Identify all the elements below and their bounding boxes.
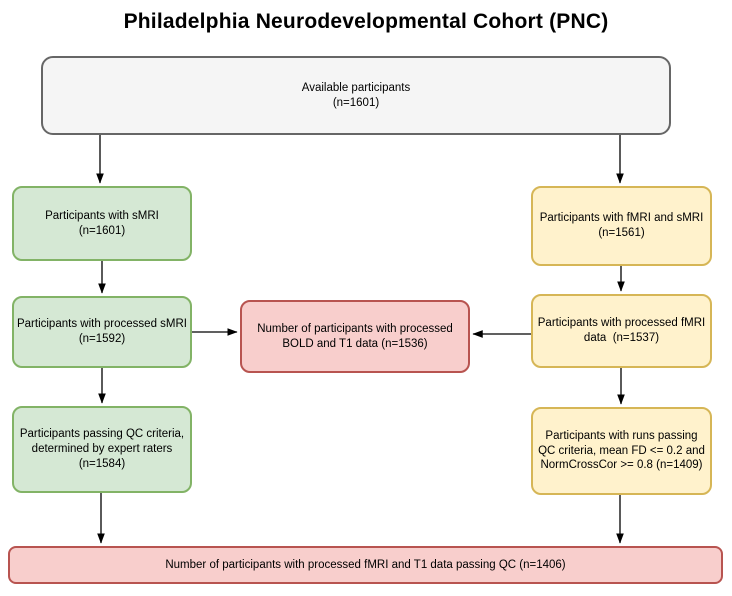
node-available-participants: Available participants (n=1601) xyxy=(41,56,671,135)
node-participants-qc-expert-raters: Participants passing QC criteria, determ… xyxy=(12,406,192,493)
node-participants-smri: Participants with sMRI (n=1601) xyxy=(12,186,192,261)
node-participants-processed-smri: Participants with processed sMRI (n=1592… xyxy=(12,296,192,368)
node-processed-bold-t1: Number of participants with processed BO… xyxy=(240,300,470,373)
node-participants-processed-fmri: Participants with processed fMRI data (n… xyxy=(531,294,712,368)
node-participants-fmri-smri: Participants with fMRI and sMRI (n=1561) xyxy=(531,186,712,266)
diagram-title: Philadelphia Neurodevelopmental Cohort (… xyxy=(123,10,609,33)
node-final-passing-qc: Number of participants with processed fM… xyxy=(8,546,723,584)
node-participants-runs-passing-qc: Participants with runs passing QC criter… xyxy=(531,407,712,495)
